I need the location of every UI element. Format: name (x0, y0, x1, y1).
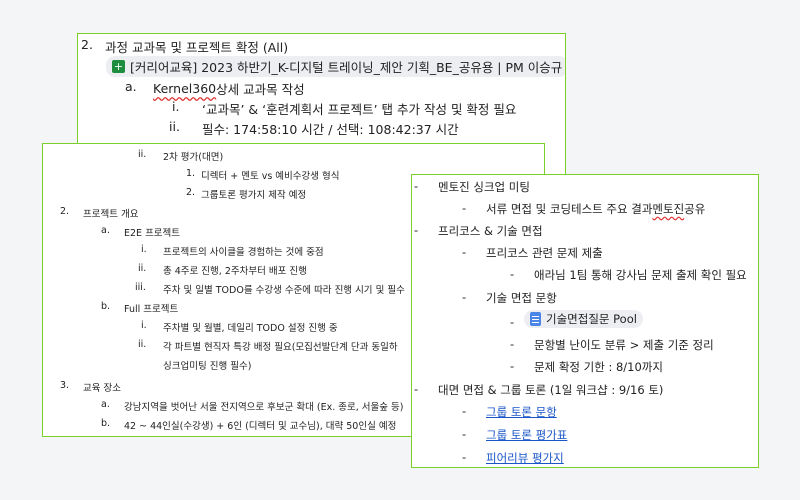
list-item: 대면 면접 & 그룹 토론 (1일 워크샵 : 9/16 토) (438, 383, 664, 397)
list-number: 2. (186, 187, 196, 198)
list-item: 필수: 174:58:10 시간 / 선택: 108:42:37 시간 (202, 122, 459, 137)
bullet-dash: - (510, 267, 515, 281)
bullet-dash: - (510, 315, 515, 329)
link-group-discussion-rubric[interactable]: 그룹 토론 평가표 (486, 428, 568, 442)
list-number: a. (101, 399, 110, 410)
list-number: a. (125, 79, 137, 94)
list-item: Full 프로젝트 (124, 304, 179, 315)
list-item: 프리코스 & 기술 면접 (438, 224, 543, 238)
list-item: 문항별 난이도 분류 > 제출 기준 정리 (534, 338, 714, 352)
list-item: ‘교과목’ & ‘훈련계획서 프로젝트’ 탭 추가 작성 및 확정 필요 (202, 102, 517, 117)
list-number: 3. (60, 380, 70, 391)
list-number: b. (101, 301, 111, 312)
item-text: 서류 면접 및 코딩테스트 주요 결과 (486, 202, 653, 216)
list-item: 프로젝트의 사이클을 경험하는 것에 중점 (163, 247, 324, 258)
list-number: i. (141, 244, 147, 255)
sheet-link-chip[interactable]: + [커리어교육] 2023 하반기_K-디지털 트레이닝_제안 기획_BE_공… (106, 56, 565, 77)
list-item: 그룹토론 평가지 제작 예정 (201, 190, 307, 201)
spellcheck-word: Kernel360 (153, 81, 217, 96)
list-number: ii. (169, 119, 180, 134)
list-item: 총 4주로 진행, 2주차부터 배포 진행 (163, 266, 307, 277)
list-number: ii. (138, 149, 147, 160)
list-item: 42 ~ 44인실(수강생) + 6인 (디렉터 및 교수님), 대략 50인실… (124, 421, 397, 432)
list-item: 서류 면접 및 코딩테스트 주요 결과 멘토진 공유 (486, 201, 705, 217)
list-item: Kernel360 상세 교과목 작성 (153, 79, 305, 98)
bullet-dash: - (510, 337, 515, 351)
bullet-dash: - (414, 382, 419, 396)
spreadsheet-icon: + (112, 60, 125, 73)
item-text: 공유 (684, 202, 706, 216)
list-item: 문제 확정 기한 : 8/10까지 (534, 360, 663, 374)
list-item: 강남지역을 벗어난 서울 전지역으로 후보군 확대 (Ex. 종로, 서울숲 등… (124, 402, 404, 413)
bullet-dash: - (414, 179, 419, 193)
bullet-dash: - (462, 450, 467, 464)
list-item: 교육 장소 (83, 383, 121, 394)
bullet-dash: - (510, 359, 515, 373)
list-number: b. (101, 418, 111, 429)
doc-snippet-right: - 멘토진 싱크업 미팅 - 서류 면접 및 코딩테스트 주요 결과 멘토진 공… (411, 174, 759, 468)
list-item: 각 파트별 현직자 특강 배정 필요(모집선발단계 단과 동일하 (163, 342, 398, 353)
list-number: 1. (186, 168, 196, 179)
list-number: ii. (138, 263, 147, 274)
list-number: i. (172, 99, 180, 114)
list-item: 주차별 및 월별, 데일리 TODO 설정 진행 중 (163, 323, 338, 334)
item-text: 상세 교과목 작성 (216, 82, 305, 97)
list-item: 애라님 1팀 통해 강사님 문제 출제 확인 필요 (534, 268, 747, 282)
list-item: 싱크업미팅 진행 필수) (163, 361, 252, 372)
list-number: 2. (60, 206, 70, 217)
list-number: iii. (135, 282, 146, 293)
list-item: 프로젝트 개요 (83, 209, 139, 220)
link-peer-review-form[interactable]: 피어리뷰 평가지 (486, 451, 564, 465)
bullet-dash: - (462, 245, 467, 259)
list-number: a. (101, 225, 110, 236)
list-item: 2차 평가(대면) (163, 152, 224, 163)
doc-link-chip[interactable]: 기술면접질문 Pool (524, 310, 643, 328)
bullet-dash: - (414, 223, 419, 237)
list-number: 2. (81, 37, 93, 52)
list-item: 과정 교과목 및 프로젝트 확정 (All) (105, 40, 289, 55)
chip-label: 기술면접질문 Pool (546, 312, 637, 326)
list-item: 주차 및 일별 TODO를 수강생 수준에 따라 진행 시기 및 필수 (163, 285, 405, 296)
chip-label: [커리어교육] 2023 하반기_K-디지털 트레이닝_제안 기획_BE_공유용… (130, 60, 563, 75)
list-item: E2E 프로젝트 (124, 228, 181, 239)
list-item: 멘토진 싱크업 미팅 (438, 180, 530, 194)
document-icon (530, 312, 541, 326)
spellcheck-word: 멘토진 (652, 202, 685, 216)
bullet-dash: - (462, 201, 467, 215)
bullet-dash: - (462, 427, 467, 441)
bullet-dash: - (462, 404, 467, 418)
list-number: i. (141, 320, 147, 331)
list-item: 프리코스 관련 문제 제출 (486, 246, 603, 260)
list-number: ii. (138, 339, 147, 350)
list-item: 디렉터 + 멘토 vs 예비수강생 형식 (201, 171, 340, 182)
list-item: 기술 면접 문항 (486, 291, 557, 305)
link-group-discussion-questions[interactable]: 그룹 토론 문항 (486, 405, 557, 419)
bullet-dash: - (462, 290, 467, 304)
